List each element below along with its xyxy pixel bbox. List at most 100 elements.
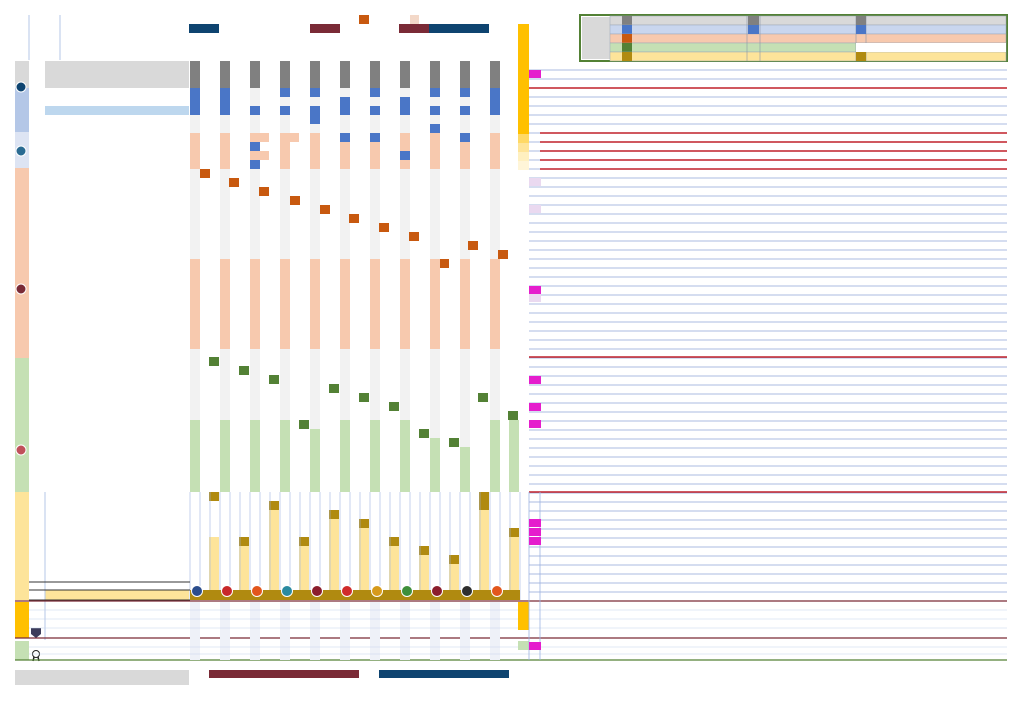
lane-strip: [15, 88, 29, 132]
task-bar-blue: [370, 106, 380, 115]
maroon-badge-icon: [431, 585, 443, 597]
milestone-gold: [509, 528, 519, 537]
task-bar-blue: [490, 88, 500, 115]
column-cell: [280, 602, 290, 660]
task-bar-peach: [250, 151, 260, 160]
task-bar-green: [220, 420, 230, 492]
column-head: [310, 61, 320, 88]
legend-swatch: [856, 25, 866, 34]
task-bar-blue: [280, 106, 290, 115]
dark-badge-icon: [461, 585, 473, 597]
progress-column: [518, 134, 529, 143]
task-bar-yellow: [329, 519, 339, 600]
column-head: [460, 61, 470, 88]
task-bar-green: [340, 420, 350, 492]
lane-strip: [15, 168, 29, 358]
milestone-gold: [479, 492, 489, 501]
task-bar-green: [400, 420, 410, 492]
label-block: [45, 590, 189, 600]
milestone-green: [269, 375, 279, 384]
task-bar-blue: [430, 88, 440, 97]
green-badge-icon: [401, 585, 413, 597]
status-marker-magenta: [529, 420, 541, 428]
task-bar-peach: [290, 133, 299, 142]
task-bar-peach: [310, 133, 320, 169]
column-head: [370, 61, 380, 88]
milestone-orange: [320, 205, 330, 214]
legend-row: [609, 15, 1007, 26]
milestone-gold: [209, 492, 219, 501]
progress-column: [518, 602, 529, 630]
task-bar-blue: [310, 88, 320, 97]
blue-circle-icon: [15, 145, 27, 157]
milestone-gold: [329, 510, 339, 519]
milestone-gold: [359, 519, 369, 528]
task-bar-blue: [340, 97, 350, 115]
status-marker-magenta: [529, 519, 541, 527]
maroon-circle-icon: [15, 283, 27, 295]
task-bar-green: [310, 429, 320, 492]
red-badge-icon: [341, 585, 353, 597]
lane-strip: [15, 492, 29, 600]
milestone-green: [299, 420, 309, 429]
header-bar: [310, 24, 340, 33]
footer-bar: [15, 670, 189, 685]
footer-bar: [379, 670, 509, 678]
column-cell: [250, 602, 260, 660]
column-cell: [430, 492, 440, 600]
status-marker-magenta: [529, 376, 541, 384]
milestone-gold: [449, 555, 459, 564]
legend-swatch: [856, 16, 866, 25]
task-bar-blue: [400, 97, 410, 115]
orange-badge-icon: [491, 585, 503, 597]
header-bar: [399, 24, 429, 33]
progress-column: [518, 161, 529, 170]
column-cell: [250, 492, 260, 600]
lane-strip: [15, 61, 29, 88]
milestone-green: [239, 366, 249, 375]
column-cell: [310, 492, 320, 600]
task-bar-blue: [460, 88, 470, 97]
lane-strip: [15, 358, 29, 492]
milestone-green: [508, 411, 518, 420]
task-bar-peach: [490, 259, 500, 349]
milestone-orange: [498, 250, 508, 259]
status-marker-magenta: [529, 403, 541, 411]
progress-column: [518, 143, 529, 152]
orange-badge-icon: [251, 585, 263, 597]
task-bar-blue: [310, 106, 320, 124]
status-marker-pale: [529, 294, 541, 302]
task-bar-blue: [400, 151, 410, 160]
task-bar-peach: [430, 259, 440, 349]
task-bar-peach: [280, 259, 290, 349]
status-marker-magenta: [529, 537, 541, 545]
legend-row: [609, 33, 1007, 44]
task-bar-yellow: [509, 537, 519, 600]
task-bar-green: [490, 420, 500, 492]
task-bar-peach: [310, 259, 320, 349]
task-bar-blue: [280, 88, 290, 97]
column-cell: [430, 602, 440, 660]
legend-label-cell: [582, 17, 610, 59]
legend-swatch: [622, 52, 632, 61]
legend-swatch: [622, 43, 632, 52]
milestone-green: [329, 384, 339, 393]
status-marker-magenta: [529, 70, 541, 78]
column-cell: [490, 602, 500, 660]
column-cell: [400, 602, 410, 660]
task-bar-peach: [250, 259, 260, 349]
task-bar-peach: [220, 133, 230, 169]
shield-icon: [31, 628, 41, 638]
footer-bar: [209, 670, 359, 678]
status-marker-magenta: [529, 286, 541, 294]
column-cell: [220, 492, 230, 600]
progress-column: [518, 641, 529, 650]
column-cell: [280, 492, 290, 600]
legend-row: [609, 51, 1007, 62]
task-bar-peach: [400, 133, 410, 151]
header-marker: [410, 15, 419, 24]
milestone-orange: [290, 196, 300, 205]
task-bar-peach: [370, 259, 380, 349]
milestone-orange: [229, 178, 239, 187]
